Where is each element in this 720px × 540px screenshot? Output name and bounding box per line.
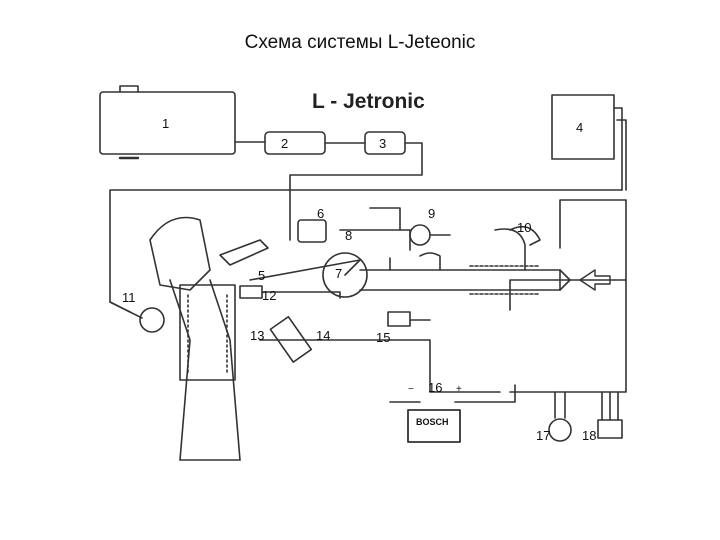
label-6: 6 — [317, 206, 324, 221]
temp-sensor-circle — [139, 307, 165, 333]
ignition-distributor — [269, 315, 313, 363]
battery-minus: − — [408, 384, 414, 395]
label-1: 1 — [162, 116, 169, 131]
label-13: 13 — [250, 328, 264, 343]
label-3: 3 — [379, 136, 386, 151]
label-17: 17 — [536, 428, 550, 443]
label-12: 12 — [262, 288, 276, 303]
fuel-tank — [99, 91, 236, 155]
label-2: 2 — [281, 136, 288, 151]
label-11: 11 — [122, 290, 136, 305]
cold-start-valve — [297, 219, 327, 243]
label-15: 15 — [376, 330, 390, 345]
label-14: 14 — [316, 328, 330, 343]
label-9: 9 — [428, 206, 435, 221]
battery-plus: + — [456, 384, 462, 395]
label-5: 5 — [258, 268, 265, 283]
control-unit — [551, 94, 615, 160]
relay — [597, 419, 623, 439]
label-16: 16 — [428, 380, 442, 395]
label-10: 10 — [517, 220, 531, 235]
diagram-title: L - Jetronic — [312, 90, 425, 113]
label-4: 4 — [576, 120, 583, 135]
throttle-switch — [322, 252, 368, 298]
sensor-12 — [239, 285, 263, 299]
battery — [407, 409, 461, 443]
pressure-regulator — [409, 224, 431, 246]
l-jetronic-diagram: L - Jetronic 1 2 3 4 5 6 7 8 9 10 11 12 … — [99, 85, 627, 461]
label-18: 18 — [582, 428, 596, 443]
engine-cylinder — [179, 284, 236, 381]
fuel-pump — [264, 131, 326, 155]
label-7: 7 — [335, 266, 342, 281]
auxiliary-air-valve — [387, 311, 411, 327]
label-8: 8 — [345, 228, 352, 243]
slide-title: Схема системы L-Jeteonic — [244, 32, 476, 53]
battery-brand: BOSCH — [416, 417, 449, 427]
ignition-coil — [548, 418, 572, 442]
